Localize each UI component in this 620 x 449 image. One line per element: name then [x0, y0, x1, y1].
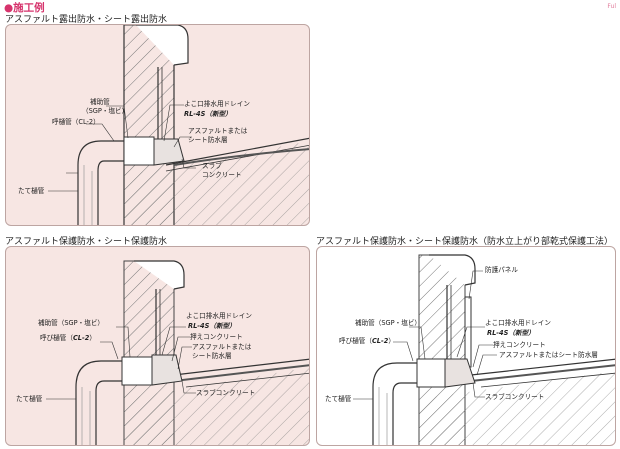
- label-yobitoi: 呼樋管（CL-2）: [52, 118, 100, 126]
- label-slab-1: スラブ: [202, 162, 222, 170]
- label-slab-2: コンクリート: [202, 171, 242, 179]
- section-1-drawing: [48, 25, 309, 225]
- label-hojo: 補助管: [90, 98, 110, 106]
- section-2-drawing: [46, 260, 309, 445]
- section-3-drawing: [353, 254, 615, 445]
- label-tatetoi: たて樋管: [16, 395, 43, 403]
- label-tatetoi: たて樋管: [18, 187, 45, 195]
- drain-body: [123, 136, 185, 166]
- label-yobitoi: 呼び樋管（CL-2）: [40, 335, 96, 342]
- section-3-panel: 防護パネル 補助管（SGP・塩ビ） 呼び樋管（CL-2） たて樋管 よこ口排水用…: [316, 246, 616, 446]
- label-drain: よこ口排水用ドレイン: [186, 312, 252, 320]
- label-tatetoi: たて樋管: [325, 395, 352, 403]
- label-yobitoi-a: 呼び樋管（: [339, 337, 372, 345]
- slab: [124, 358, 309, 445]
- label-drain: よこ口排水用ドレイン: [184, 100, 250, 108]
- page-heading: ●施工例: [4, 2, 45, 14]
- pipe: [75, 360, 122, 445]
- label-drain-model: RL-4S（新型）: [184, 110, 232, 118]
- slab: [419, 358, 615, 445]
- label-hojo: 補助管（SGP・塩ビ）: [355, 319, 422, 327]
- section-2-panel: 補助管（SGP・塩ビ） 呼び樋管（CL-2） たて樋管 よこ口排水用ドレイン R…: [5, 246, 310, 446]
- label-drain-model: RL-4S（新型）: [188, 322, 236, 330]
- label-asphalt-2: シート防水層: [192, 352, 232, 360]
- section-1-title: アスファルト露出防水・シート露出防水: [5, 15, 168, 25]
- corner-mark: Ful: [607, 3, 616, 10]
- protection-panel: [464, 296, 472, 368]
- label-hojo-sub: （SGP・塩ビ）: [82, 107, 129, 115]
- label-asphalt-2: シート防水層: [188, 136, 228, 144]
- label-yobitoi: 呼び樋管（CL-2）: [339, 338, 395, 345]
- section-3-title: アスファルト保護防水・シート保護防水（防水立上がり部乾式保護工法）: [316, 237, 614, 247]
- drain-body: [416, 358, 476, 388]
- label-asphalt-1: アスファルトまたは: [192, 343, 252, 351]
- label-yobitoi-c: ）: [388, 337, 395, 345]
- label-yobitoi-b: CL-2: [72, 334, 90, 342]
- label-asphalt-1: アスファルトまたは: [188, 127, 248, 135]
- slab: [124, 137, 309, 225]
- label-slab: スラブコンクリート: [485, 393, 545, 401]
- label-osae: 押えコンクリート: [190, 333, 243, 341]
- label-panel: 防護パネル: [485, 266, 518, 274]
- section-1-panel: 補助管 （SGP・塩ビ） 呼樋管（CL-2） たて樋管 よこ口排水用ドレイン R…: [5, 24, 310, 226]
- pipe: [66, 140, 124, 225]
- label-asphalt: アスファルトまたはシート防水層: [499, 351, 598, 359]
- label-yobitoi-c: ）: [89, 334, 96, 342]
- label-slab: スラブコンクリート: [196, 389, 256, 397]
- section-2-title: アスファルト保護防水・シート保護防水: [5, 237, 168, 247]
- label-osae: 押えコンクリート: [493, 341, 546, 349]
- label-yobitoi-a: 呼び樋管（: [40, 334, 73, 342]
- label-drain: よこ口排水用ドレイン: [485, 319, 551, 327]
- pipe: [372, 362, 417, 445]
- label-hojo: 補助管（SGP・塩ビ）: [38, 319, 105, 327]
- drain-body: [121, 354, 183, 386]
- label-yobitoi-b: CL-2: [371, 337, 389, 345]
- label-drain-model: RL-4S（新型）: [487, 329, 535, 337]
